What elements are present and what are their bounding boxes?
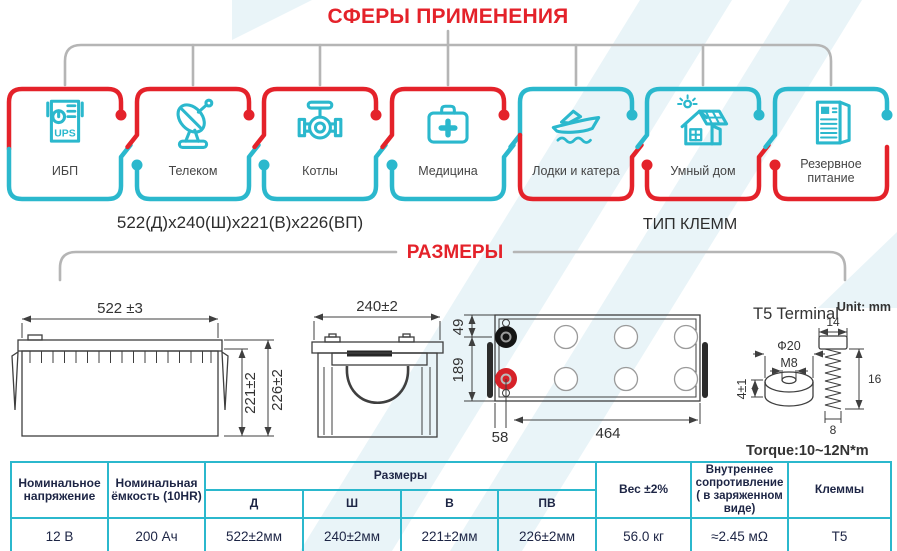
terminal-title: T5 Terminal xyxy=(753,305,839,323)
sizes-title: РАЗМЕРЫ xyxy=(406,242,504,263)
side-view-drawing: 522 ±3 221±2 226±2 xyxy=(11,300,286,437)
col-header-terminals: Клеммы xyxy=(787,461,893,519)
smart-home-icon xyxy=(677,94,729,146)
cell-voltage: 12 В xyxy=(10,517,109,551)
left-handle xyxy=(487,342,493,398)
terminal-diameter: Ф20 xyxy=(777,339,800,353)
cell-resistance: ≈2.45 мΩ xyxy=(690,517,790,551)
application-card-medicine: Медицина xyxy=(380,85,516,203)
applications-title: СФЕРЫ ПРИМЕНЕНИЯ xyxy=(327,5,569,28)
cell-terminals: T5 xyxy=(787,517,893,551)
terminal-washer-height: 4±1 xyxy=(735,379,749,400)
top-dim-464: 464 xyxy=(595,425,620,442)
applications-connector-tree xyxy=(63,29,833,87)
top-dim-49: 49 xyxy=(450,319,467,336)
side-length-dim: 522 ±3 xyxy=(97,300,143,317)
sizes-connector-bracket xyxy=(58,250,847,282)
col-header-capacity: Номинальная ёмкость (10HR) xyxy=(107,461,206,519)
card-border xyxy=(635,86,771,202)
card-border xyxy=(508,86,644,202)
col-header-voltage: Номинальное напряжение xyxy=(10,461,109,519)
valve-icon xyxy=(297,100,343,140)
right-handle xyxy=(702,342,708,398)
spec-table: Номинальное напряжение Номинальная ёмкос… xyxy=(10,461,893,551)
top-dim-58: 58 xyxy=(492,429,509,446)
card-border xyxy=(763,86,893,202)
cell-width: 240±2мм xyxy=(302,517,402,551)
backup-power-icon xyxy=(815,100,851,145)
application-card-boats: Лодки и катера xyxy=(508,85,644,203)
application-label: Медицина xyxy=(418,163,478,178)
application-card-backup-power: Резервное питание xyxy=(763,85,893,203)
bolt-thread-width: 8 xyxy=(830,423,837,437)
col-header-width: Ш xyxy=(302,489,402,519)
satellite-icon xyxy=(176,98,214,150)
boat-icon xyxy=(551,109,601,144)
application-label: Телеком xyxy=(168,163,218,178)
application-card-boilers: Котлы xyxy=(252,85,388,203)
cell-total-height: 226±2мм xyxy=(496,517,598,551)
medical-bag-icon xyxy=(427,104,469,144)
terminal-type-label: ТИП КЛЕММ xyxy=(642,216,738,233)
application-label: Умный дом xyxy=(670,163,736,178)
cell-height: 221±2мм xyxy=(400,517,499,551)
terminal-thread: M8 xyxy=(780,356,797,370)
application-card-ups: UPS ИБП xyxy=(6,85,133,203)
bolt-head-width: 14 xyxy=(826,315,840,329)
terminal-unit: Unit: mm xyxy=(837,300,891,314)
top-dim-189: 189 xyxy=(450,357,467,382)
col-header-weight: Вес ±2% xyxy=(595,461,693,519)
side-height-dim: 221±2 xyxy=(242,372,259,414)
side-total-height-dim: 226±2 xyxy=(269,369,286,411)
cell-length: 522±2мм xyxy=(204,517,304,551)
application-card-telecom: Телеком xyxy=(125,85,261,203)
application-card-smart-home: Умный дом xyxy=(635,85,771,203)
col-header-dimensions-group: Размеры xyxy=(203,461,598,491)
card-border xyxy=(380,86,516,202)
cell-weight: 56.0 кг xyxy=(595,517,693,551)
top-view-drawing: 49 189 58 464 xyxy=(450,314,708,446)
application-label: ИБП xyxy=(51,163,79,178)
card-border xyxy=(6,86,133,202)
card-border xyxy=(252,86,388,202)
front-width-dim: 240±2 xyxy=(356,298,398,315)
application-label: Котлы xyxy=(302,163,338,178)
terminal-drawing: T5 Terminal Unit: mm Ф20 M8 4±1 14 16 xyxy=(735,300,891,459)
application-label: Лодки и катера xyxy=(532,163,620,178)
card-border xyxy=(125,86,261,202)
table-row: 12 В 200 Ач 522±2мм 240±2мм 221±2мм 226±… xyxy=(10,517,893,551)
terminal-torque: Torque:10~12N*m xyxy=(746,443,869,459)
ups-icon: UPS xyxy=(46,99,84,143)
cell-capacity: 200 Ач xyxy=(107,517,206,551)
col-header-length: Д xyxy=(204,489,304,519)
col-header-height: В xyxy=(400,489,499,519)
col-header-total-height: ПВ xyxy=(496,489,598,519)
bolt-length: 16 xyxy=(868,372,882,386)
ups-icon-text: UPS xyxy=(54,129,75,140)
negative-terminal xyxy=(495,326,517,348)
overall-dimensions-text: 522(Д)x240(Ш)x221(В)x226(ВП) xyxy=(116,213,364,232)
vent-caps xyxy=(553,324,699,392)
col-header-resistance: Внутреннее сопротивление ( в заряженном … xyxy=(690,461,790,519)
front-view-drawing: 240±2 xyxy=(311,298,444,438)
application-label: Резервное питание xyxy=(800,156,862,185)
